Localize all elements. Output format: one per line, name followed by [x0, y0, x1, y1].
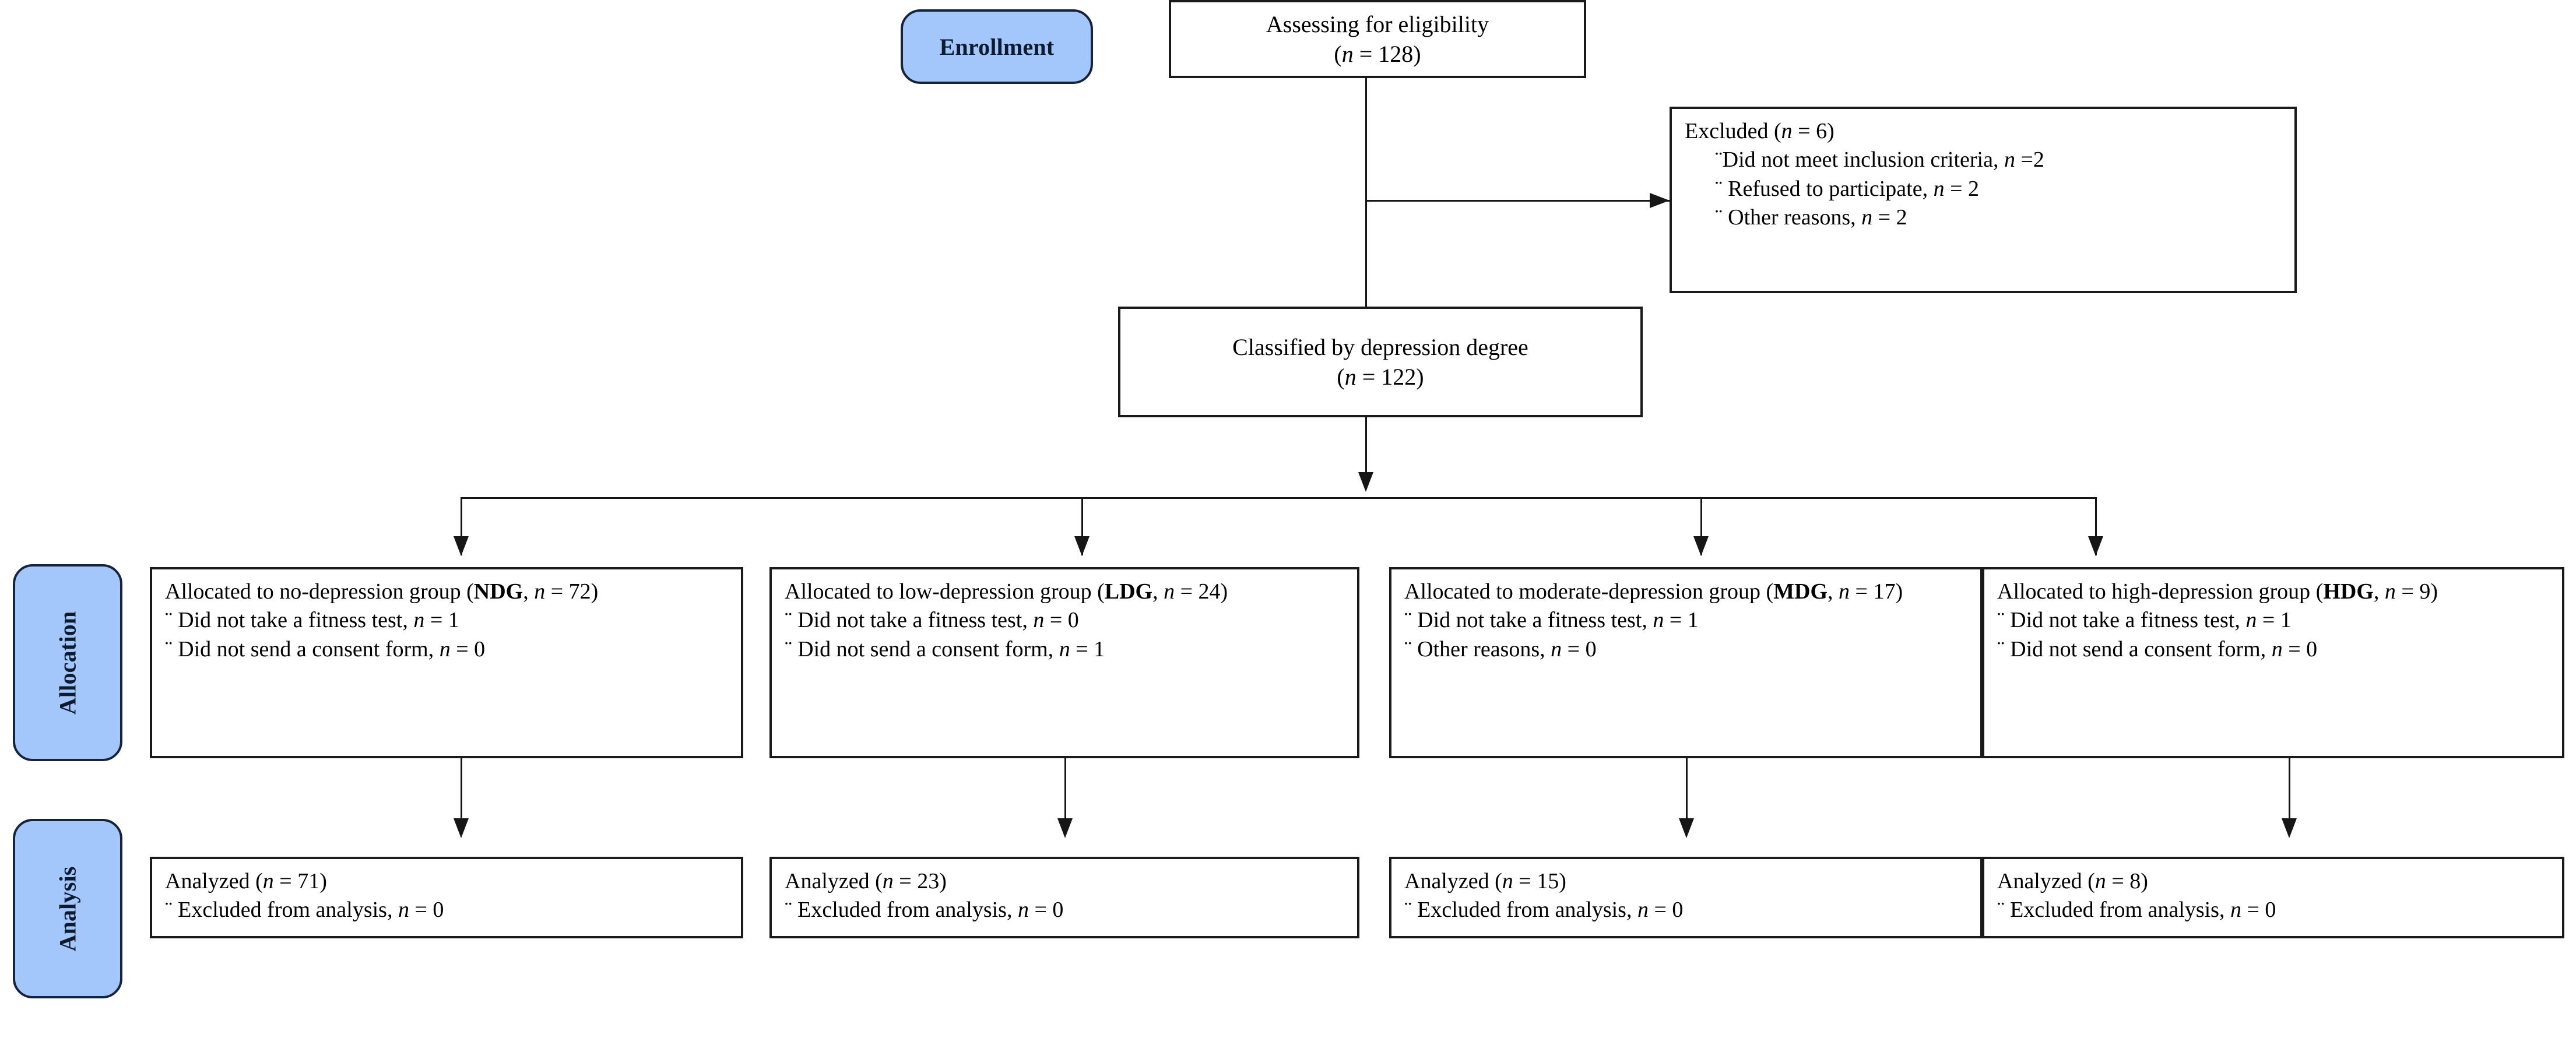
mdg-reason-1: ¨ Did not take a fitness test, n = 1 [1404, 608, 1699, 633]
arrowhead-to-splitter [1358, 472, 1373, 492]
connector-classified-to-splitter [1365, 417, 1367, 478]
excluded-reason-3: ¨ Other reasons, n = 2 [1715, 205, 1907, 230]
hdg-analysis-reason-1: ¨ Excluded from analysis, n = 0 [1997, 898, 2276, 923]
arrowhead-to-ldg [1074, 536, 1090, 556]
arrowhead-to-ndg [454, 536, 469, 556]
ldg-heading-line1: Allocated to low-depression group [785, 579, 1092, 604]
connector-ndg-to-analysis [461, 758, 462, 833]
mdg-analysis-reason-1: ¨ Excluded from analysis, n = 0 [1404, 898, 1684, 923]
connector-assessed-to-classified [1365, 78, 1367, 335]
arrowhead-to-excluded [1650, 193, 1670, 208]
connector-ldg-to-analysis [1064, 758, 1066, 833]
ndg-heading-line1: Allocated to no-depression group [165, 579, 461, 604]
arrowhead-mdg-analysis [1679, 818, 1694, 838]
box-analysis-mdg: Analyzed (n = 15) ¨ Excluded from analys… [1389, 857, 1983, 938]
box-allocation-ndg: Allocated to no-depression group (NDG, n… [150, 567, 743, 758]
ldg-analysis-reason-1: ¨ Excluded from analysis, n = 0 [785, 898, 1064, 923]
ndg-reason-2: ¨ Did not send a consent form, n = 0 [165, 636, 486, 662]
arrowhead-to-hdg [2088, 536, 2103, 556]
arrowhead-hdg-analysis [2282, 818, 2297, 838]
ldg-analyzed-heading: Analyzed (n = 23) [785, 869, 947, 893]
box-excluded: Excluded (n = 6) ¨Did not meet inclusion… [1670, 107, 2297, 293]
ldg-reason-2: ¨ Did not send a consent form, n = 1 [785, 636, 1105, 662]
excluded-reason-2: ¨ Refused to participate, n = 2 [1715, 176, 1980, 201]
classified-line1: Classified by depression degree [1232, 333, 1528, 360]
connector-to-excluded [1365, 200, 1670, 202]
mdg-heading-line2: group (MDG, n = 17) [1709, 579, 1903, 604]
arrowhead-ndg-analysis [454, 818, 469, 838]
stage-pill-allocation: Allocation [13, 564, 122, 761]
box-assessed-for-eligibility: Assessing for eligibility (n = 128) [1169, 0, 1586, 78]
arrowhead-ldg-analysis [1057, 818, 1073, 838]
assessed-line1: Assessing for eligibility [1266, 10, 1489, 37]
connector-mdg-to-analysis [1686, 758, 1688, 833]
splitter-bar-allocation [461, 497, 2096, 499]
box-allocation-ldg: Allocated to low-depression group (LDG, … [769, 567, 1359, 758]
excluded-heading: Excluded (n = 6) [1685, 119, 1835, 143]
ndg-reason-1: ¨ Did not take a fitness test, n = 1 [165, 608, 459, 633]
hdg-reason-2: ¨ Did not send a consent form, n = 0 [1997, 636, 2318, 662]
connector-splitter-to-mdg [1700, 497, 1702, 555]
hdg-analyzed-heading: Analyzed (n = 8) [1997, 869, 2148, 893]
classified-count: (n = 122) [1337, 364, 1424, 390]
excluded-reason-1: ¨Did not meet inclusion criteria, n =2 [1715, 147, 2044, 173]
ndg-analyzed-heading: Analyzed (n = 71) [165, 869, 327, 893]
connector-hdg-to-analysis [2289, 758, 2290, 833]
stage-label-analysis: Analysis [54, 865, 81, 952]
mdg-analyzed-heading: Analyzed (n = 15) [1404, 869, 1566, 893]
ldg-heading-line2: (LDG, n = 24) [1097, 579, 1228, 604]
stage-label-allocation: Allocation [54, 611, 81, 715]
connector-splitter-to-ndg [461, 497, 462, 555]
ndg-heading-line2: (NDG, n = 72) [466, 579, 599, 604]
ldg-reason-1: ¨ Did not take a fitness test, n = 0 [785, 608, 1079, 633]
box-analysis-hdg: Analyzed (n = 8) ¨ Excluded from analysi… [1982, 857, 2564, 938]
hdg-heading-line1: Allocated to high-depression group [1997, 579, 2311, 604]
mdg-reason-2: ¨ Other reasons, n = 0 [1404, 636, 1597, 662]
connector-splitter-to-hdg [2095, 497, 2097, 555]
connector-splitter-to-ldg [1081, 497, 1083, 555]
box-allocation-mdg: Allocated to moderate-depression group (… [1389, 567, 1983, 758]
arrowhead-to-mdg [1693, 536, 1709, 556]
mdg-heading-line1: Allocated to moderate-depression [1404, 579, 1703, 604]
box-analysis-ndg: Analyzed (n = 71) ¨ Excluded from analys… [150, 857, 743, 938]
assessed-count: (n = 128) [1334, 41, 1421, 67]
stage-pill-enrollment: Enrollment [901, 9, 1093, 84]
hdg-reason-1: ¨ Did not take a fitness test, n = 1 [1997, 608, 2292, 633]
hdg-heading-line2: (HDG, n = 9) [2315, 579, 2438, 604]
ndg-analysis-reason-1: ¨ Excluded from analysis, n = 0 [165, 898, 444, 923]
box-classified-by-depression-degree: Classified by depression degree (n = 122… [1118, 307, 1643, 417]
box-analysis-ldg: Analyzed (n = 23) ¨ Excluded from analys… [769, 857, 1359, 938]
stage-label-enrollment: Enrollment [939, 33, 1055, 60]
stage-pill-analysis: Analysis [13, 819, 122, 998]
box-allocation-hdg: Allocated to high-depression group (HDG,… [1982, 567, 2564, 758]
